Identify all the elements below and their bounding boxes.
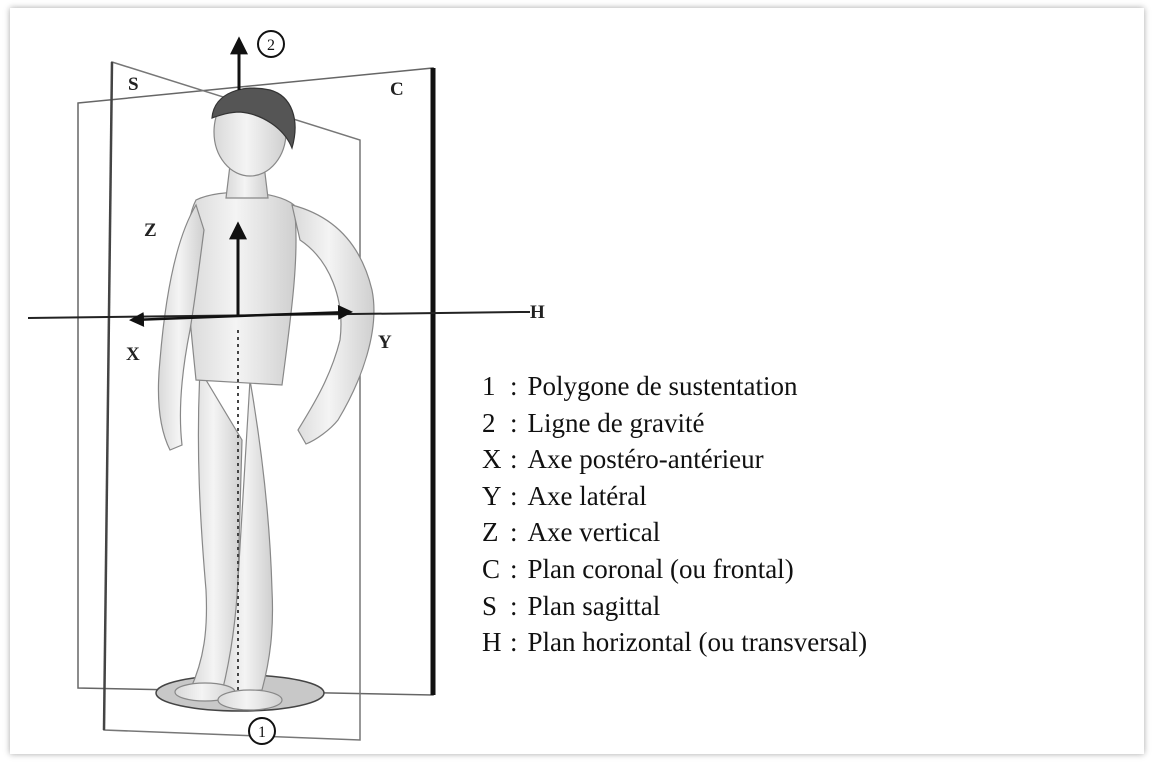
legend-item: C:Plan coronal (ou frontal) [482, 551, 867, 588]
label-x: X [126, 344, 140, 365]
marker-1: 1 [249, 718, 275, 744]
human-figure [158, 88, 373, 710]
legend-item: H:Plan horizontal (ou transversal) [482, 624, 867, 661]
legend-item: Y:Axe latéral [482, 478, 867, 515]
svg-text:2: 2 [267, 37, 275, 54]
legend-item: 2:Ligne de gravité [482, 405, 867, 442]
legend-item: Z:Axe vertical [482, 514, 867, 551]
label-y: Y [378, 332, 392, 353]
svg-text:1: 1 [258, 724, 266, 741]
label-z: Z [144, 220, 157, 241]
legend-list: 1:Polygone de sustentation 2:Ligne de gr… [482, 368, 867, 661]
label-h: H [530, 302, 545, 323]
legend-item: 1:Polygone de sustentation [482, 368, 867, 405]
legend-item: X:Axe postéro-antérieur [482, 441, 867, 478]
label-c: C [390, 79, 404, 100]
legend-item: S:Plan sagittal [482, 588, 867, 625]
marker-2: 2 [258, 31, 284, 57]
label-s: S [128, 74, 139, 95]
